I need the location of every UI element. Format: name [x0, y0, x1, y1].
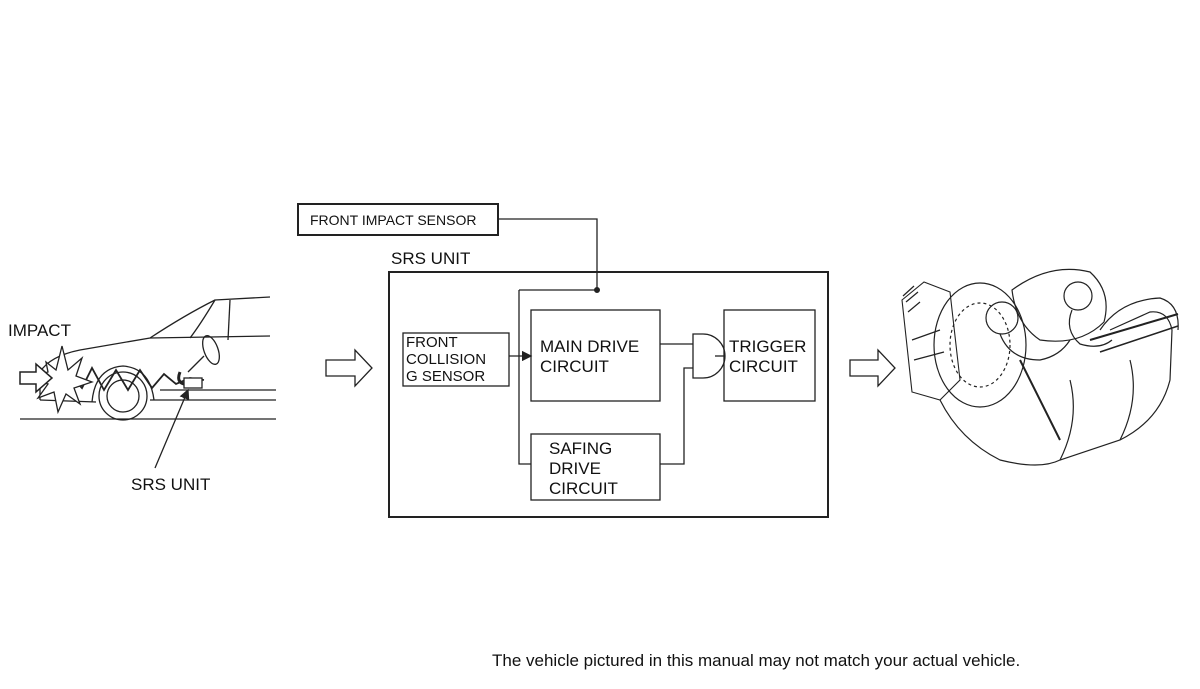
front-collision-g-sensor-label: FRONT COLLISION G SENSOR: [406, 334, 490, 385]
srs-unit-pointer: [154, 388, 190, 469]
disclaimer-text: The vehicle pictured in this manual may …: [492, 651, 1021, 670]
srs-unit-title: SRS UNIT: [391, 249, 470, 268]
flow-arrow-icon: [325, 348, 373, 388]
impact-arrow-icon: [19, 362, 54, 394]
main-drive-circuit-label: MAIN DRIVE CIRCUIT: [540, 337, 644, 376]
flow-arrow-icon: [849, 348, 896, 388]
trigger-circuit-label: TRIGGER CIRCUIT: [729, 337, 811, 376]
srs-unit-callout-label: SRS UNIT: [131, 475, 210, 494]
impact-label: IMPACT: [8, 321, 71, 340]
airbag-deployment-illustration: [901, 268, 1179, 466]
front-impact-sensor-label: FRONT IMPACT SENSOR: [310, 212, 476, 228]
block-diagram: [297, 203, 829, 518]
safing-drive-circuit-label: SAFING DRIVE CIRCUIT: [549, 439, 618, 498]
